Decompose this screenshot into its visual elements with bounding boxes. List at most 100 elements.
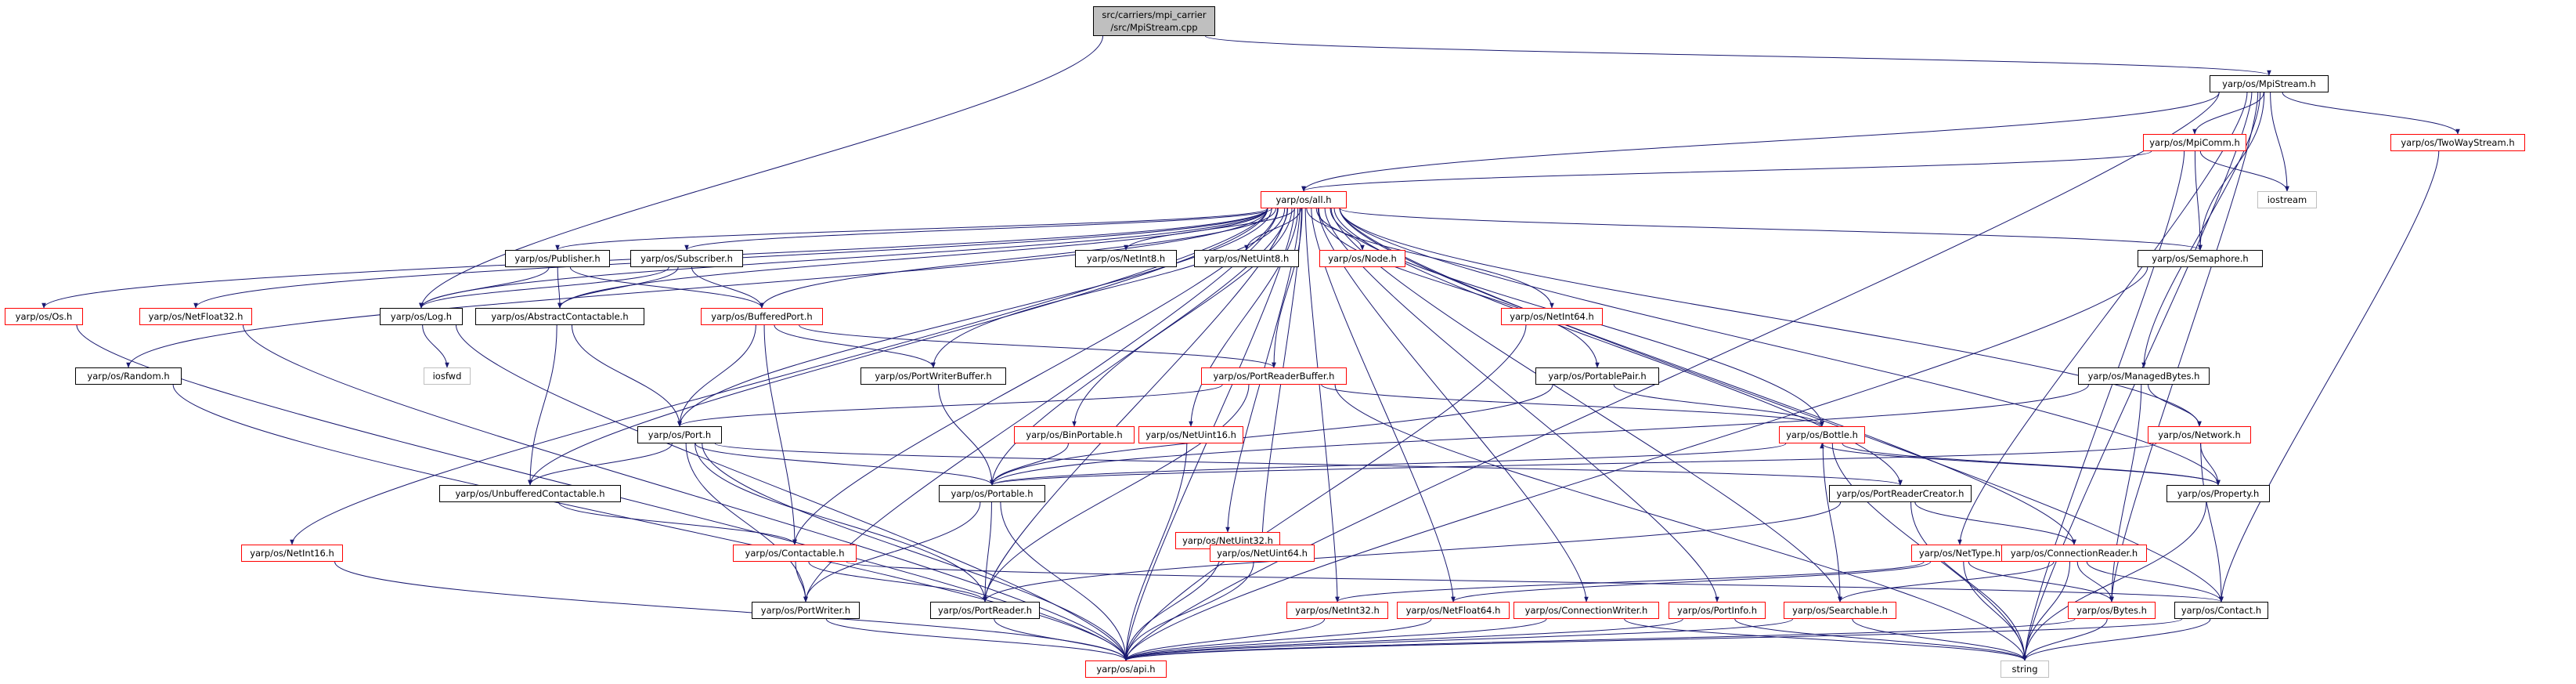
edge-port-to-portable — [695, 443, 994, 486]
node-label: iostream — [2267, 194, 2307, 205]
node-netuint8[interactable]: yarp/os/NetUint8.h — [1194, 250, 1299, 267]
edge-connwriter-to-api — [1124, 618, 1547, 661]
edge-bufport-to-pwbuffer — [774, 324, 936, 368]
node-random[interactable]: yarp/os/Random.h — [75, 367, 182, 385]
node-portreader[interactable]: yarp/os/PortReader.h — [930, 602, 1040, 619]
edge-all-to-unbufcont — [528, 208, 1268, 486]
node-netfloat64[interactable]: yarp/os/NetFloat64.h — [1397, 602, 1510, 619]
node-connwriter[interactable]: yarp/os/ConnectionWriter.h — [1513, 602, 1659, 619]
node-log[interactable]: yarp/os/Log.h — [380, 308, 463, 325]
node-all[interactable]: yarp/os/all.h — [1261, 191, 1347, 208]
edge-contactable-to-contact — [846, 561, 2224, 603]
node-label: yarp/os/Contactable.h — [745, 548, 845, 559]
node-node[interactable]: yarp/os/Node.h — [1319, 250, 1405, 267]
edge-abscont-to-unbufcont — [528, 324, 557, 486]
node-label: yarp/os/UnbufferedContactable.h — [455, 488, 605, 499]
node-label: yarp/os/Bytes.h — [2076, 605, 2147, 616]
node-netint8[interactable]: yarp/os/NetInt8.h — [1075, 250, 1177, 267]
edge-prbuffer-to-portreader — [983, 384, 1250, 603]
node-contact[interactable]: yarp/os/Contact.h — [2174, 602, 2268, 619]
node-portablepair[interactable]: yarp/os/PortablePair.h — [1535, 367, 1659, 385]
node-bottle[interactable]: yarp/os/Bottle.h — [1779, 426, 1865, 443]
edge-portinfo-to-api — [1124, 618, 1683, 661]
node-bytes[interactable]: yarp/os/Bytes.h — [2068, 602, 2156, 619]
node-netuint16[interactable]: yarp/os/NetUint16.h — [1138, 426, 1243, 443]
node-bufport[interactable]: yarp/os/BufferedPort.h — [701, 308, 823, 325]
edge-portreader-to-api — [994, 618, 1128, 661]
node-netint32[interactable]: yarp/os/NetInt32.h — [1286, 602, 1388, 619]
edge-netfloat32-to-api — [242, 324, 1128, 661]
edge-mpicomm-to-iostream — [2199, 150, 2289, 192]
node-contactable[interactable]: yarp/os/Contactable.h — [733, 545, 857, 562]
edge-all-to-contactable — [792, 208, 1279, 545]
node-nettype[interactable]: yarp/os/NetType.h — [1911, 545, 2008, 562]
edge-publisher-to-log — [419, 266, 550, 309]
edge-nettype-to-string — [1963, 561, 2027, 661]
edge-unbufcont-to-contactable — [558, 501, 797, 545]
edge-network-to-contact — [2200, 443, 2224, 603]
edge-nettype-to-netfloat64 — [1451, 561, 1932, 603]
node-label: yarp/os/PortReader.h — [937, 605, 1033, 616]
edge-contactable-to-portwriter — [795, 561, 808, 603]
node-label: yarp/os/Property.h — [2177, 488, 2260, 499]
node-abscont[interactable]: yarp/os/AbstractContactable.h — [475, 308, 644, 325]
node-twoway[interactable]: yarp/os/TwoWayStream.h — [2390, 134, 2525, 151]
edge-portinfo-to-string — [1734, 618, 2027, 661]
edge-bottle-to-searchable — [1822, 443, 1842, 603]
edge-mpistream-to-semaphore — [2198, 92, 2265, 251]
node-label: yarp/os/NetInt16.h — [250, 548, 334, 559]
node-netint64[interactable]: yarp/os/NetInt64.h — [1501, 308, 1603, 325]
edge-mpistream-to-iostream — [2270, 92, 2289, 192]
edge-property-to-bottle — [1820, 443, 2219, 486]
node-os[interactable]: yarp/os/Os.h — [5, 308, 83, 325]
edge-all-to-property — [1339, 208, 2221, 486]
node-label: yarp/os/Contact.h — [2181, 605, 2262, 616]
node-prbuffer[interactable]: yarp/os/PortReaderBuffer.h — [1201, 367, 1347, 385]
edge-managedbytes-to-portable — [990, 384, 2089, 486]
edge-port-to-prcreator — [714, 443, 1903, 486]
edge-prbuffer-to-port — [677, 384, 1223, 427]
node-mpicomm[interactable]: yarp/os/MpiComm.h — [2143, 134, 2246, 151]
edge-connreader-to-searchable — [1838, 561, 2055, 603]
edge-bottle-to-portable — [990, 443, 1787, 486]
node-portable[interactable]: yarp/os/Portable.h — [939, 485, 1045, 502]
node-label: yarp/os/Log.h — [390, 311, 453, 322]
edge-log-to-iosfwd — [422, 324, 449, 368]
edge-searchable-to-string — [1852, 618, 2027, 661]
node-portinfo[interactable]: yarp/os/PortInfo.h — [1669, 602, 1766, 619]
node-managedbytes[interactable]: yarp/os/ManagedBytes.h — [2078, 367, 2210, 385]
edge-all-to-pwbuffer — [931, 208, 1286, 368]
node-unbufcont[interactable]: yarp/os/UnbufferedContactable.h — [439, 485, 621, 502]
node-label: yarp/os/NetFloat32.h — [148, 311, 244, 322]
node-network[interactable]: yarp/os/Network.h — [2148, 426, 2251, 443]
edge-pwbuffer-to-portable — [938, 384, 994, 486]
node-binportable[interactable]: yarp/os/BinPortable.h — [1014, 426, 1135, 443]
node-string: string — [2001, 660, 2049, 678]
edge-bufport-to-contactable — [763, 324, 797, 545]
node-port[interactable]: yarp/os/Port.h — [637, 426, 722, 443]
node-subscriber[interactable]: yarp/os/Subscriber.h — [630, 250, 743, 267]
node-pwbuffer[interactable]: yarp/os/PortWriterBuffer.h — [860, 367, 1006, 385]
node-netuint64[interactable]: yarp/os/NetUint64.h — [1210, 545, 1315, 562]
node-semaphore[interactable]: yarp/os/Semaphore.h — [2138, 250, 2263, 267]
node-publisher[interactable]: yarp/os/Publisher.h — [505, 250, 610, 267]
edge-all-to-portable — [990, 208, 1289, 486]
node-iosfwd: iosfwd — [424, 367, 471, 385]
node-netfloat32[interactable]: yarp/os/NetFloat32.h — [139, 308, 252, 325]
node-label: yarp/os/NetType.h — [1918, 548, 2001, 559]
node-label: yarp/os/PortablePair.h — [1548, 371, 1647, 382]
node-prcreator[interactable]: yarp/os/PortReaderCreator.h — [1829, 485, 1972, 502]
node-netint16[interactable]: yarp/os/NetInt16.h — [241, 545, 343, 562]
node-label: yarp/os/PortReaderBuffer.h — [1213, 371, 1335, 382]
node-searchable[interactable]: yarp/os/Searchable.h — [1784, 602, 1896, 619]
node-label: string — [2011, 664, 2038, 675]
node-connreader[interactable]: yarp/os/ConnectionReader.h — [2001, 545, 2147, 562]
node-mpistream[interactable]: yarp/os/MpiStream.h — [2210, 75, 2329, 92]
node-property[interactable]: yarp/os/Property.h — [2167, 485, 2270, 502]
edge-publisher-to-bufport — [569, 266, 764, 309]
node-portwriter[interactable]: yarp/os/PortWriter.h — [752, 602, 860, 619]
root-path-line-1: src/carriers/mpi_carrier — [1102, 9, 1207, 20]
node-api[interactable]: yarp/os/api.h — [1085, 660, 1167, 678]
node-label: yarp/os/AbstractContactable.h — [491, 311, 629, 322]
